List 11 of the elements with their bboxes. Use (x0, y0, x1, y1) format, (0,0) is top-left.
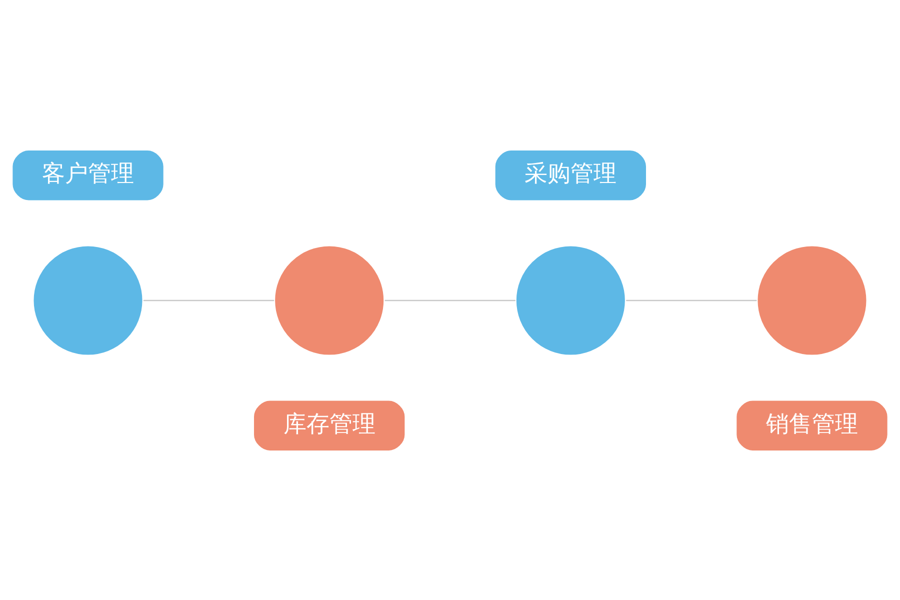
node-circle (756, 244, 868, 356)
node-box: 客户管理 (12, 150, 164, 200)
node-circle (515, 244, 626, 356)
node-box: 库存管理 (254, 400, 405, 450)
node-box: 采购管理 (495, 150, 646, 200)
connector (143, 299, 274, 301)
node-circle (32, 244, 144, 356)
connector (384, 299, 516, 301)
connector (626, 299, 757, 301)
node-box: 销售管理 (736, 400, 888, 450)
node-circle (274, 244, 385, 356)
